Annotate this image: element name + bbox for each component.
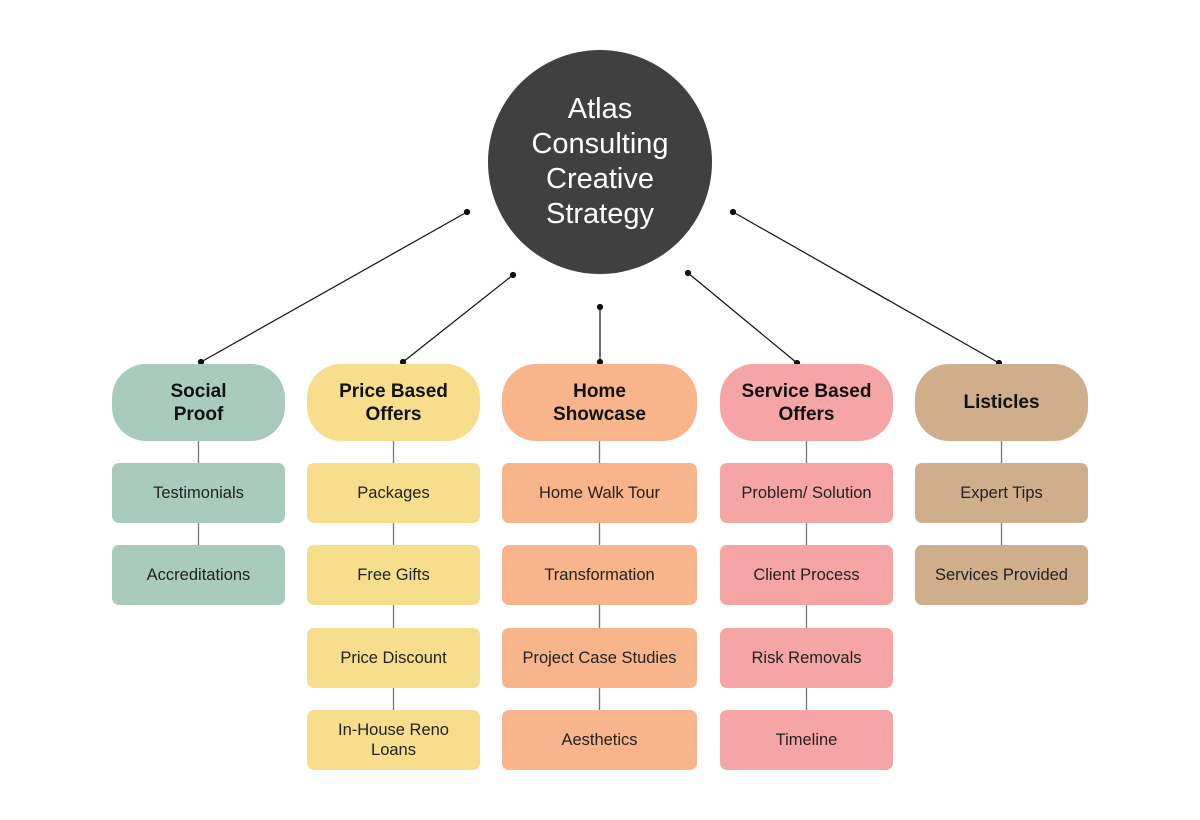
branch-service-based-offers: Service Based Offers: [720, 364, 893, 441]
leaf-node: Timeline: [720, 710, 893, 770]
leaf-node: Testimonials: [112, 463, 285, 523]
leaf-node: Accreditations: [112, 545, 285, 605]
connector-price-based-offers: [402, 274, 514, 363]
leaf-node: Aesthetics: [502, 710, 697, 770]
leaf-node: Expert Tips: [915, 463, 1088, 523]
leaf-node: Home Walk Tour: [502, 463, 697, 523]
branch-home-showcase: Home Showcase: [502, 364, 697, 441]
leaf-node: Transformation: [502, 545, 697, 605]
leaf-node: Packages: [307, 463, 480, 523]
leaf-node: Risk Removals: [720, 628, 893, 688]
central-node: Atlas Consulting Creative Strategy: [488, 50, 712, 274]
leaf-node: Client Process: [720, 545, 893, 605]
connector-social-proof: [200, 211, 468, 363]
branch-social-proof: Social Proof: [112, 364, 285, 441]
leaf-node: Free Gifts: [307, 545, 480, 605]
branch-price-based-offers: Price Based Offers: [307, 364, 480, 441]
leaf-node: Services Provided: [915, 545, 1088, 605]
connector-service-based-offers: [687, 272, 798, 364]
leaf-node: In-House Reno Loans: [307, 710, 480, 770]
branch-listicles: Listicles: [915, 364, 1088, 441]
leaf-node: Project Case Studies: [502, 628, 697, 688]
connector-listicles: [732, 211, 1000, 364]
leaf-node: Price Discount: [307, 628, 480, 688]
leaf-node: Problem/ Solution: [720, 463, 893, 523]
